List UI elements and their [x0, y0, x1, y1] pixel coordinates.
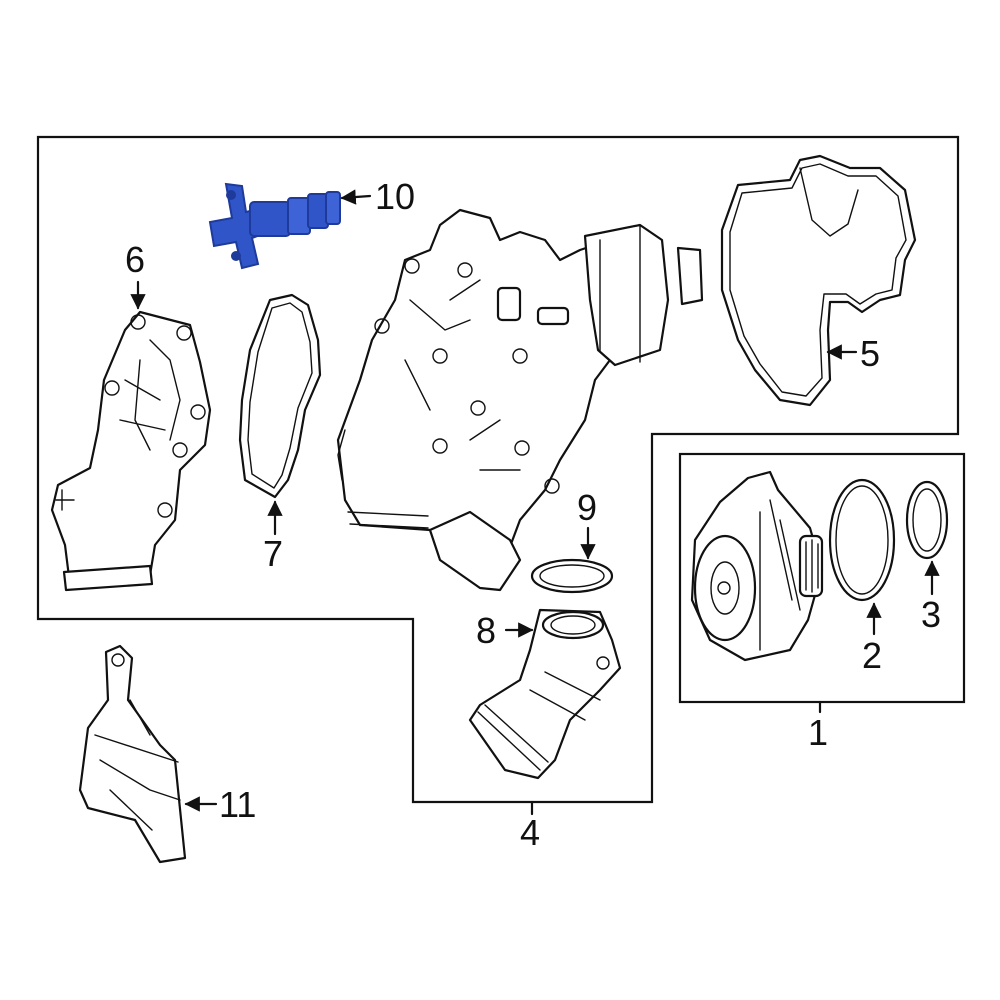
part-4-main-housing[interactable] [336, 208, 704, 592]
callout-8: 8 [476, 610, 496, 651]
callout-5: 5 [860, 333, 880, 374]
leader-lines [130, 189, 940, 816]
part-10-sensor[interactable] [208, 182, 341, 270]
callout-6: 6 [125, 239, 145, 280]
callout-2: 2 [862, 635, 882, 676]
callout-7: 7 [263, 533, 283, 574]
part-3-seal-ring[interactable] [905, 480, 949, 560]
part-1-water-pump[interactable] [690, 470, 824, 662]
part-7-gasket[interactable] [238, 293, 322, 499]
part-9-o-ring[interactable] [530, 558, 614, 594]
callout-4: 4 [520, 812, 540, 853]
leader-10 [340, 189, 372, 205]
part-8-outlet-pipe[interactable] [468, 608, 622, 780]
callout-3: 3 [921, 594, 941, 635]
callout-11: 11 [219, 784, 256, 825]
callout-1: 1 [808, 712, 828, 753]
assembly-frame-4 [36, 135, 960, 804]
part-6-housing-cover[interactable] [50, 310, 212, 592]
part-5-gasket[interactable] [720, 154, 917, 407]
assembly-frame-1 [678, 452, 966, 704]
callout-9: 9 [577, 487, 597, 528]
part-2-o-ring[interactable] [828, 478, 896, 602]
callout-10: 10 [375, 176, 415, 217]
part-11-cover[interactable] [78, 644, 187, 864]
